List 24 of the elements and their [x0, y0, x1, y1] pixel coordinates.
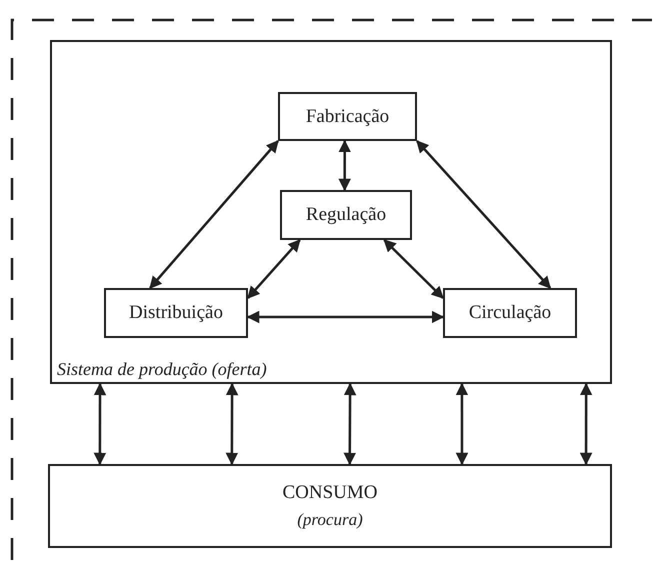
box-title: CONSUMO	[282, 482, 378, 504]
double-arrow	[416, 140, 552, 289]
double-arrow	[344, 382, 356, 466]
double-arrow	[338, 140, 351, 192]
double-arrow	[149, 140, 279, 289]
process-box	[280, 190, 412, 240]
process-box	[278, 92, 417, 141]
system-label: Sistema de produção (oferta)	[57, 359, 267, 380]
box-label: Distribuição	[129, 302, 223, 324]
system-frame	[50, 40, 612, 384]
box-label: Circulação	[468, 302, 552, 324]
process-box	[443, 288, 577, 338]
box-label: Regulação	[306, 204, 386, 226]
double-arrow	[226, 382, 238, 466]
double-arrow	[456, 382, 468, 466]
double-arrow	[94, 382, 106, 466]
box-label: Fabricação	[306, 106, 390, 128]
consumption-box	[48, 464, 612, 548]
double-arrow	[246, 310, 444, 324]
double-arrow	[383, 239, 444, 299]
double-arrow	[580, 382, 592, 466]
box-subtitle: (procura)	[297, 510, 363, 530]
double-arrow	[247, 239, 301, 299]
process-box	[104, 288, 248, 338]
